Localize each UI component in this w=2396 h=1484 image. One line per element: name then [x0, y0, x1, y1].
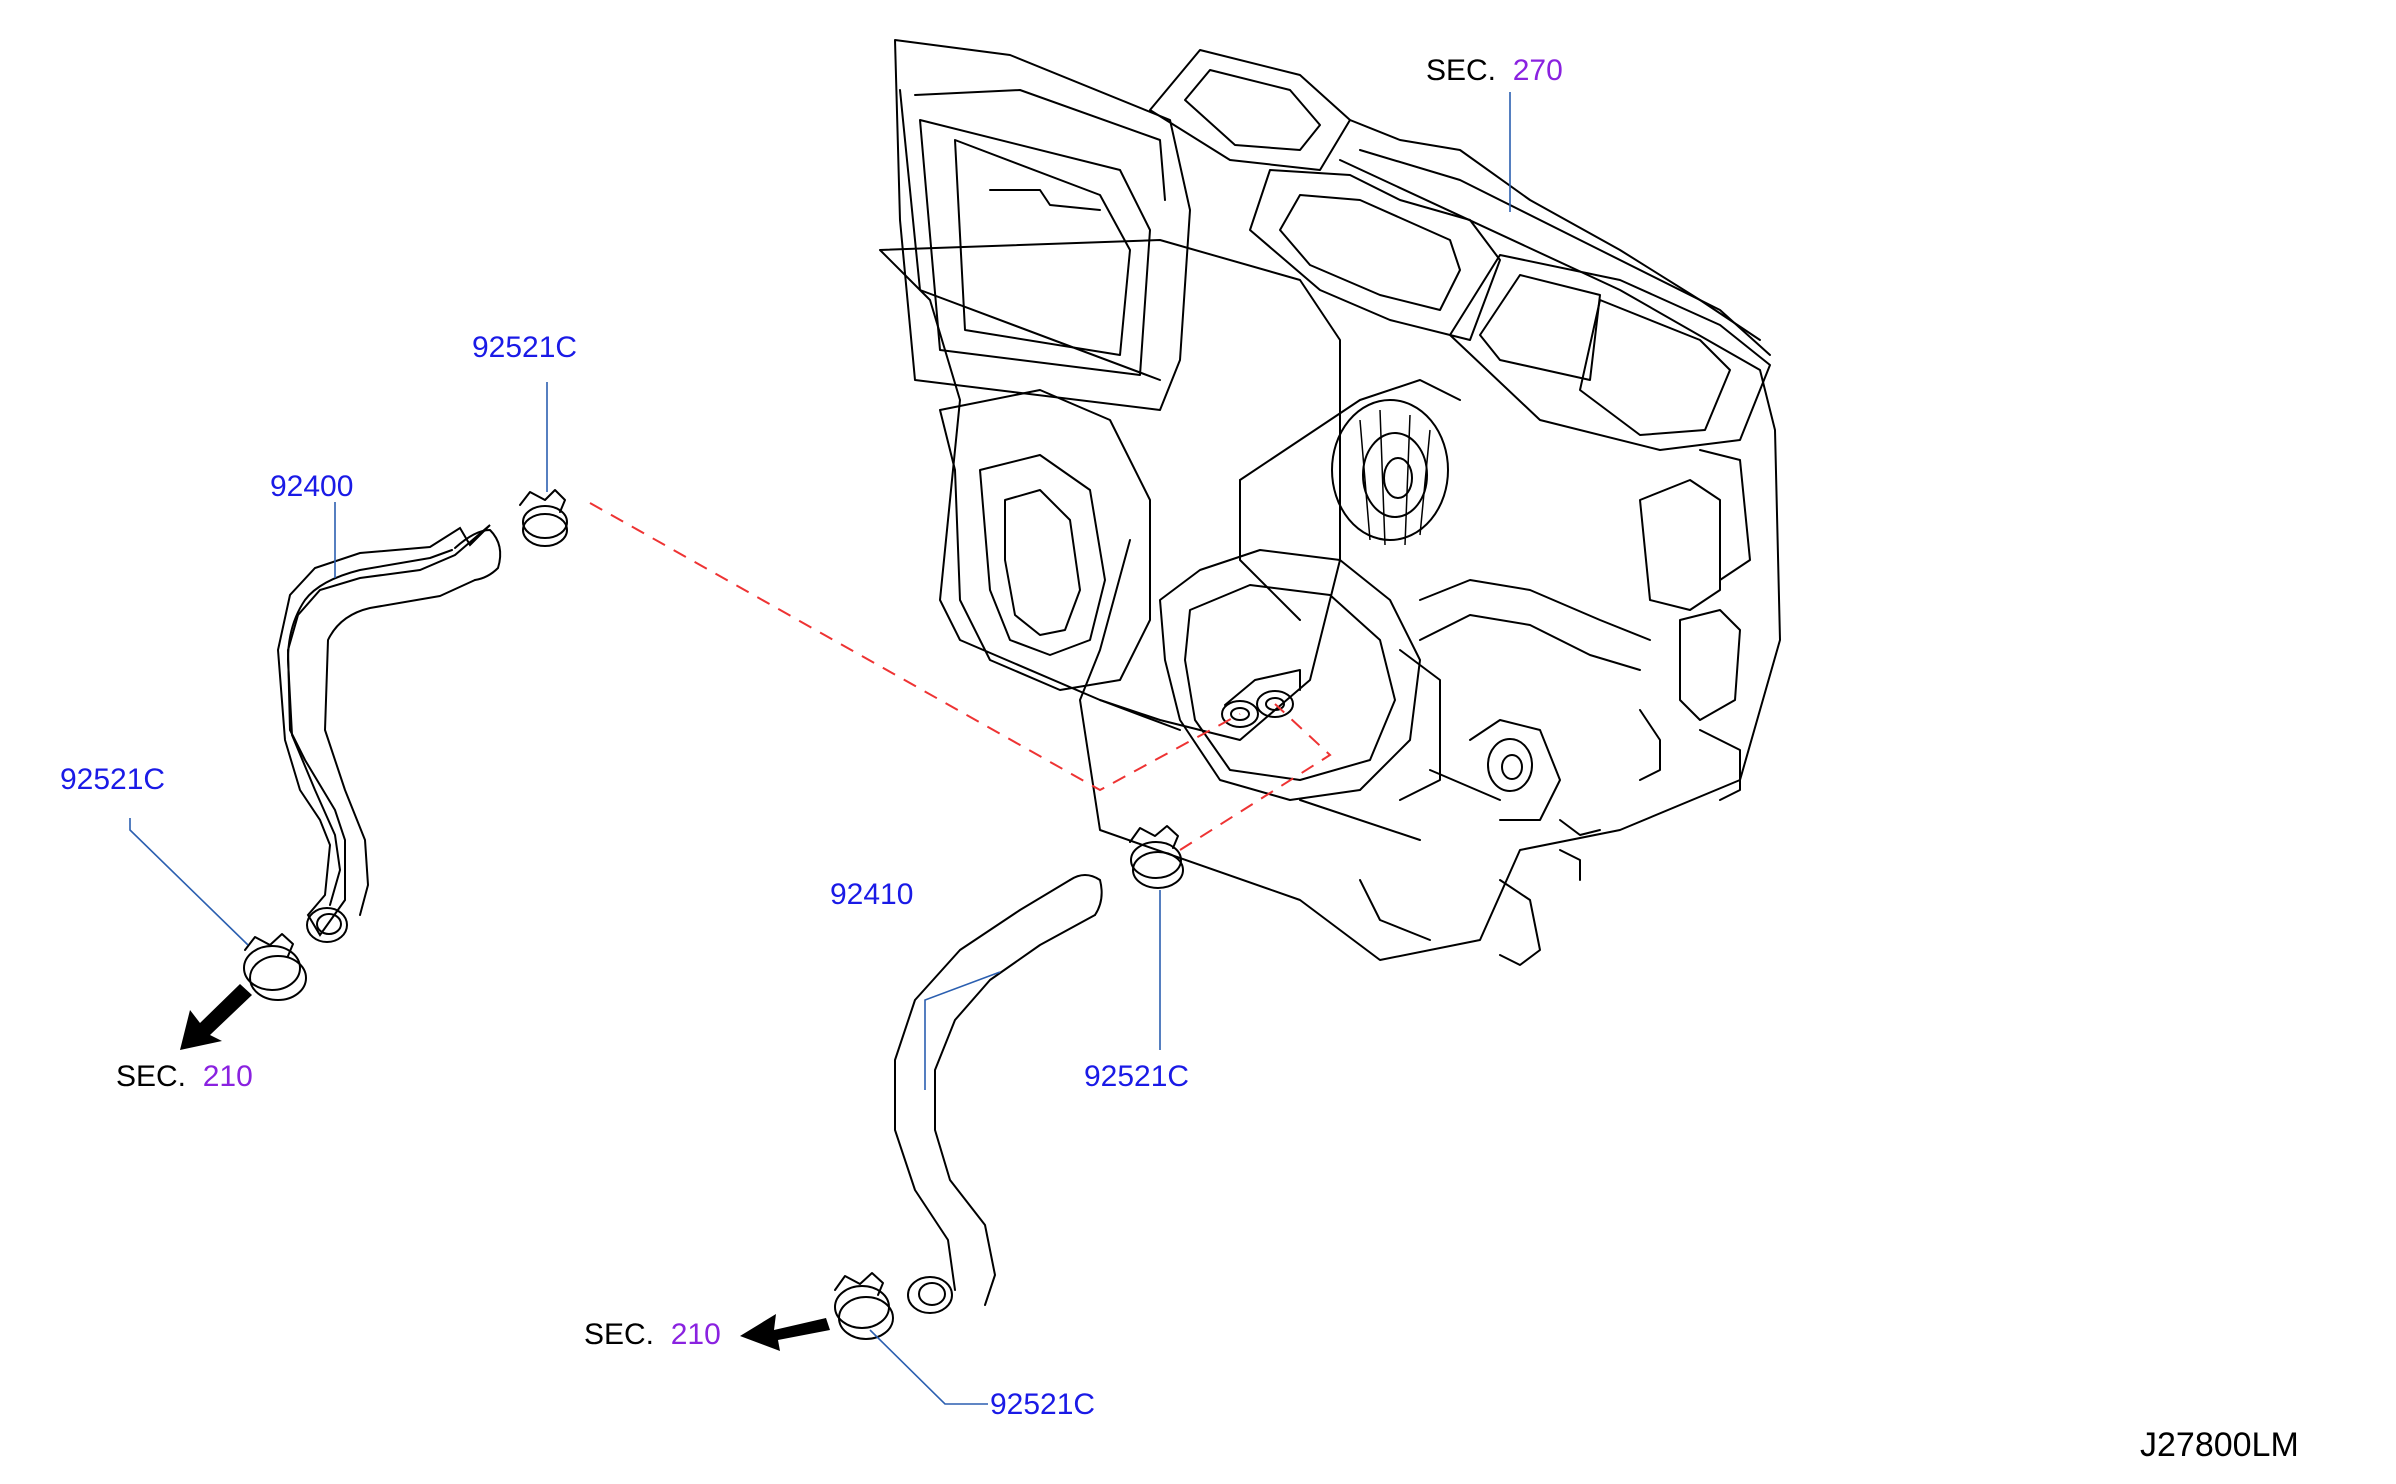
clamp-bottom[interactable]	[834, 1272, 894, 1340]
heater-unit-illustration	[879, 39, 1781, 966]
heater-core-pipes	[1221, 669, 1301, 728]
leader-lines	[129, 92, 1511, 1405]
sec-210-bottom-label: SEC. 210	[584, 1320, 721, 1350]
sec-210-left-link[interactable]: 210	[202, 1060, 253, 1093]
sec-prefix: SEC.	[584, 1318, 655, 1351]
sec-270-link[interactable]: 270	[1512, 54, 1563, 87]
part-label-clamp-left[interactable]: 92521C	[60, 763, 166, 796]
hose-92410[interactable]	[894, 874, 1103, 1314]
clamp-top[interactable]	[519, 489, 568, 547]
sec-210-bottom-link[interactable]: 210	[670, 1318, 721, 1351]
sec-210-left-label: SEC. 210	[116, 1062, 253, 1092]
part-label-clamp-top[interactable]: 92521C	[472, 331, 578, 364]
hose-92400[interactable]	[276, 524, 502, 943]
sec-prefix: SEC.	[1426, 54, 1497, 87]
sec-prefix: SEC.	[116, 1060, 187, 1093]
clamp-left[interactable]	[243, 933, 307, 1001]
installation-guide-lines	[589, 502, 1332, 851]
part-label-clamp-bottom[interactable]: 92521C	[990, 1388, 1096, 1421]
arrow-bottom-icon	[740, 1314, 830, 1351]
part-label-clamp-mid[interactable]: 92521C	[1084, 1060, 1190, 1093]
sec-270-label: SEC. 270	[1426, 56, 1563, 86]
part-label-hose-92400[interactable]: 92400	[270, 470, 354, 503]
part-label-hose-92410[interactable]: 92410	[830, 878, 914, 911]
arrow-left-icon	[180, 984, 252, 1050]
diagram-code: J27800LM	[2140, 1426, 2299, 1464]
clamp-mid[interactable]	[1129, 825, 1184, 889]
